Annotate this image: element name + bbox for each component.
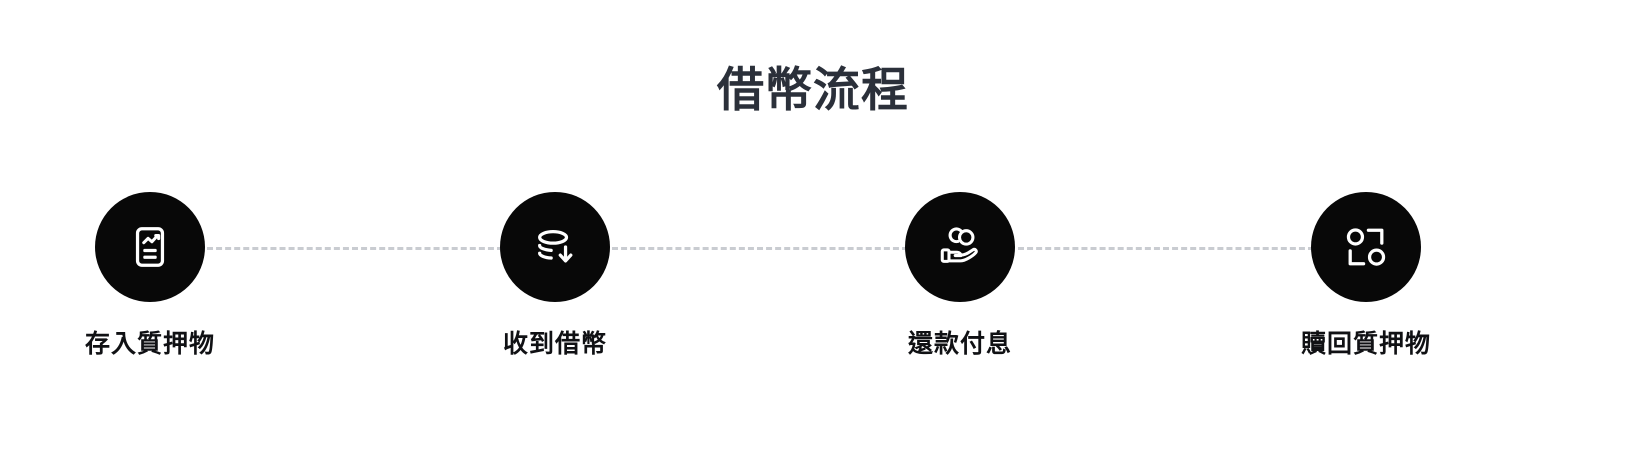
flow-step-4-circle — [1311, 192, 1421, 302]
flow-step-2-label: 收到借幣 — [502, 330, 607, 358]
flow-step-2[interactable]: 收到借幣 — [405, 192, 705, 359]
flow-step-3-circle — [905, 192, 1015, 302]
flow-step-4-label: 贖回質押物 — [1300, 330, 1431, 358]
connector-line-1-2 — [207, 247, 503, 250]
flow-step-1-circle — [95, 192, 205, 302]
flow-step-1-label: 存入質押物 — [84, 330, 215, 358]
flow-step-3[interactable]: 還款付息 — [810, 192, 1110, 359]
hand-holding-coins-icon — [937, 224, 983, 270]
coin-swap-exchange-icon — [1343, 224, 1389, 270]
coins-stack-download-icon — [532, 224, 578, 270]
flow-step-3-label: 還款付息 — [907, 330, 1012, 358]
process-flow: 存入質押物 收到借幣 — [0, 192, 1626, 362]
page-title: 借幣流程 — [717, 63, 909, 116]
flow-step-4[interactable]: 贖回質押物 — [1216, 192, 1516, 359]
document-chart-icon — [127, 224, 173, 270]
connector-line-3-4 — [1018, 247, 1314, 250]
flow-step-2-circle — [500, 192, 610, 302]
connector-line-2-3 — [612, 247, 908, 250]
flow-step-1[interactable]: 存入質押物 — [0, 192, 300, 359]
